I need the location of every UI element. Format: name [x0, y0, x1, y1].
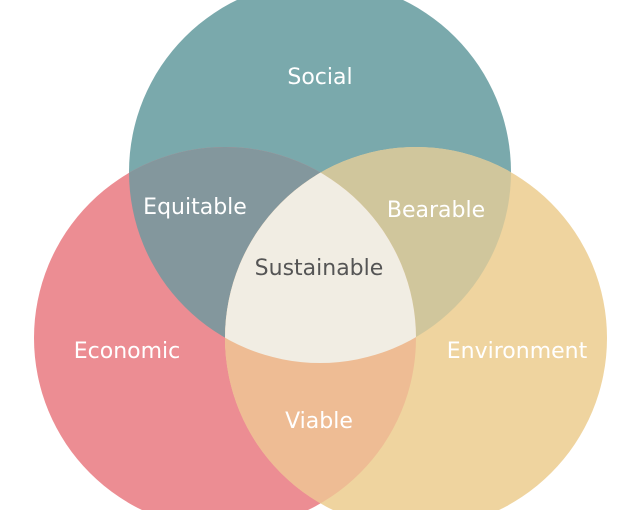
economic-label: Economic: [74, 339, 181, 364]
overlap-center: [225, 147, 416, 363]
sustainable-label: Sustainable: [255, 256, 384, 281]
equitable-label: Equitable: [143, 195, 247, 220]
viable-label: Viable: [285, 409, 353, 434]
social-label: Social: [287, 65, 352, 90]
environment-label: Environment: [447, 339, 588, 364]
bearable-label: Bearable: [387, 198, 485, 223]
